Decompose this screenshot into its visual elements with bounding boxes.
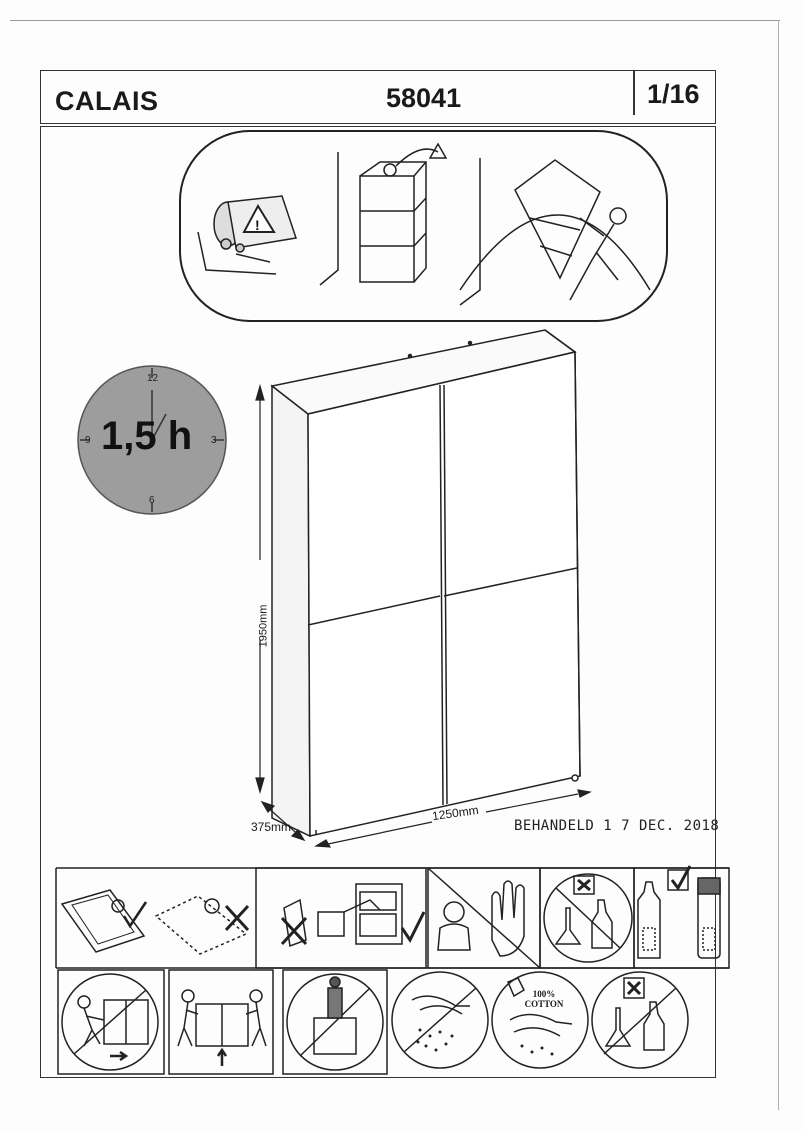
- clock-number-9: 9: [85, 435, 91, 446]
- cotton-label: 100% COTTON: [524, 989, 564, 1009]
- use-mild-cleaner-icon: [633, 865, 730, 969]
- assembly-time-label: 1,5 h: [101, 414, 193, 458]
- check-all-parts-icon: [280, 883, 426, 948]
- dimension-depth: 375mm: [251, 820, 292, 834]
- article-number: 58041: [386, 83, 462, 113]
- clock-number-12: 12: [147, 373, 159, 384]
- content-frame: [40, 126, 716, 1078]
- anchor-kit-icon: !: [197, 195, 297, 275]
- document-header: CALAIS 58041 1/16: [40, 70, 716, 124]
- no-chemicals-icon-row2: [591, 971, 689, 1069]
- assembly-time-clock: 12 3 6 9: [77, 365, 227, 515]
- no-chemicals-icon: [539, 867, 635, 969]
- dimension-height: 1950mm: [257, 604, 270, 648]
- clock-number-6: 6: [149, 495, 155, 506]
- two-person-move-icon: [61, 973, 159, 1071]
- svg-text:!: !: [255, 217, 260, 233]
- assemble-on-protective-mat-icon: [60, 889, 250, 955]
- tipping-shelf-icon: [459, 158, 651, 306]
- clean-with-cotton-cloth-icon: [491, 971, 589, 1069]
- page-number: 1/16: [647, 79, 700, 109]
- no-wet-cleaning-icon: [391, 971, 489, 1069]
- scan-edge-top: [10, 20, 780, 21]
- keep-away-from-children-icon: [427, 867, 541, 969]
- product-name: CALAIS: [55, 86, 159, 116]
- shelf-wall-mount-icon: [319, 142, 448, 286]
- two-person-lift-icon: [177, 989, 267, 1066]
- wardrobe-drawing: [270, 329, 581, 838]
- header-divider: [633, 71, 635, 115]
- scan-edge-right: [778, 20, 779, 1110]
- wall-anchor-warning: !: [179, 130, 668, 322]
- received-stamp: BEHANDELD 1 7 DEC. 2018: [514, 818, 720, 834]
- clock-number-3: 3: [211, 435, 217, 446]
- do-not-stand-on-icon: [286, 973, 384, 1071]
- dimension-lines: [255, 383, 592, 848]
